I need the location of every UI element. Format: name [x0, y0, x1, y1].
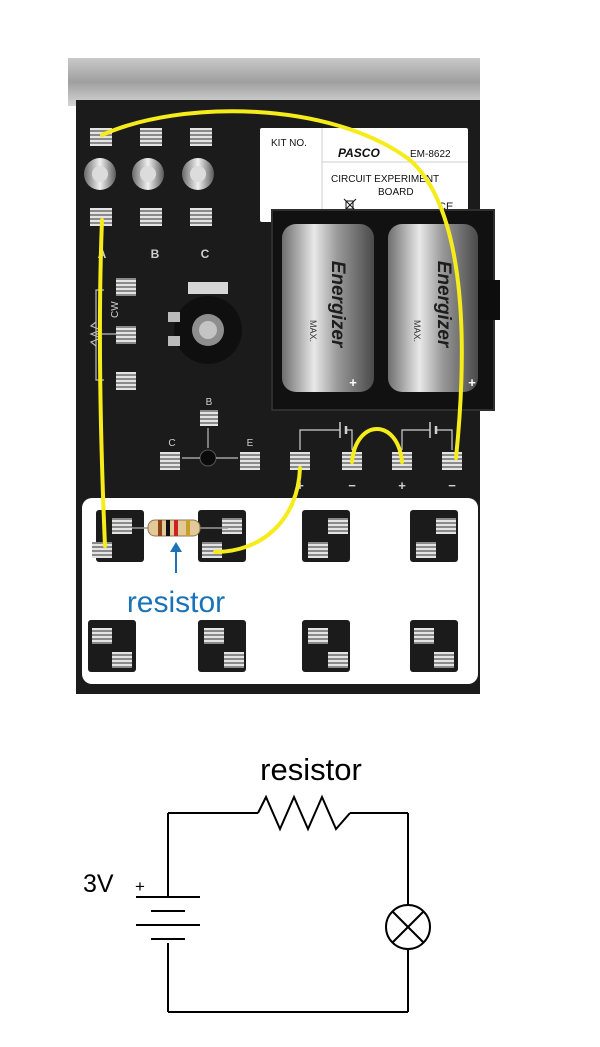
resistor-symbol [257, 794, 351, 832]
socket-label-c: C [201, 247, 210, 261]
circuit-schematic: resistor 3V + [83, 752, 431, 1013]
potentiometer: CW [89, 278, 288, 390]
schematic-voltage-label: 3V [83, 870, 114, 898]
lamp-symbol [385, 904, 431, 950]
socket-label-b: B [151, 247, 160, 261]
transistor-collector-label: C [168, 438, 175, 449]
transistor-emitter-label: E [247, 438, 254, 449]
pot-cw-label: CW [110, 301, 121, 318]
board-title-line2: BOARD [378, 187, 414, 198]
board-title-line1: CIRCUIT EXPERIMENT [331, 174, 439, 185]
wire-battery-jumper [350, 427, 404, 464]
terminal-4-polarity: − [448, 478, 456, 493]
circuit-board-photo: KIT NO. PASCO EM-8622 CIRCUIT EXPERIMENT… [68, 58, 500, 694]
kit-number-label: KIT NO. [271, 138, 307, 149]
wire-lamp-to-battery [100, 109, 464, 460]
battery-left-plus: + [349, 375, 357, 390]
brand-logo: PASCO [338, 146, 380, 160]
schematic-plus-sign: + [135, 877, 145, 896]
resistor-annotation-label: resistor [127, 586, 225, 619]
terminal-1-polarity: + [296, 478, 304, 493]
terminal-panel [82, 498, 478, 684]
battery-symbol [136, 896, 200, 940]
battery-left [282, 224, 374, 392]
board-resistor [132, 519, 228, 537]
kit-label-card: KIT NO. PASCO EM-8622 CIRCUIT EXPERIMENT… [260, 128, 468, 222]
battery-right-sub: MAX. [412, 320, 422, 342]
terminal-3-polarity: + [398, 478, 406, 493]
schematic-resistor-label: resistor [260, 752, 362, 787]
battery-right-brand: Energizer [433, 261, 454, 349]
wire-lamp-to-resistor [97, 218, 107, 548]
board-top-rail [68, 58, 480, 106]
battery-left-brand: Energizer [327, 261, 348, 349]
transistor: B C E [160, 397, 260, 470]
battery-right-plus: + [468, 375, 476, 390]
battery-holder: Energizer Energizer MAX. MAX. + + [271, 209, 500, 411]
wire-resistor-to-battery [213, 466, 302, 554]
yellow-wires [97, 109, 464, 554]
battery-terminals: + − + − [290, 422, 462, 493]
terminal-springs [92, 518, 456, 668]
resistor-annotation: resistor [127, 542, 225, 619]
battery-left-sub: MAX. [308, 320, 318, 342]
model-number: EM-8622 [410, 149, 451, 160]
bulb-socket-c [182, 128, 214, 226]
terminal-2-polarity: − [348, 478, 356, 493]
bulb-socket-b [132, 128, 164, 226]
transistor-base-label: B [206, 397, 213, 408]
battery-right [388, 224, 478, 392]
